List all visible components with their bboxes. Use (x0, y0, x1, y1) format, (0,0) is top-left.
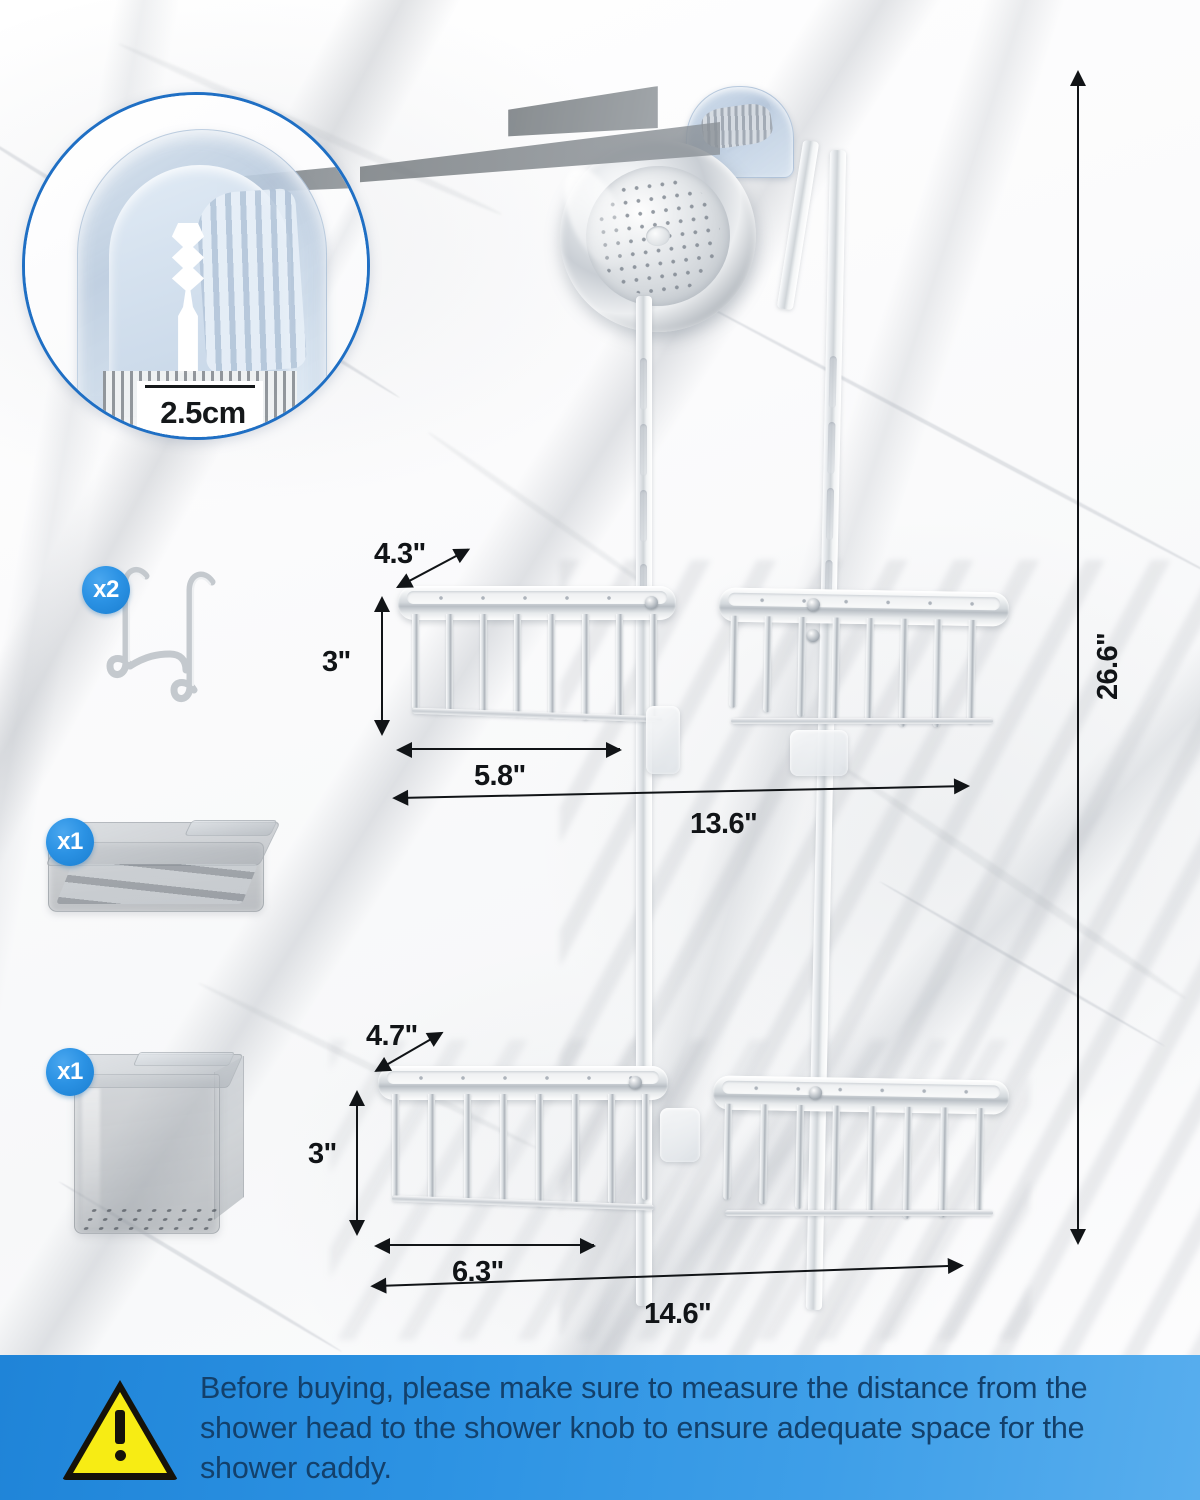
magnifier-callout: 2.5cm (22, 92, 370, 440)
dim-top-basket-width-label: 5.8" (474, 760, 526, 792)
warning-triangle-icon (62, 1380, 178, 1480)
dim-bottom-height-label: 3" (308, 1138, 337, 1170)
wall-pad-upper-right (790, 730, 848, 776)
accessory-drainage-cup (68, 1048, 250, 1244)
wall-pad-lower (660, 1108, 700, 1162)
dim-top-height-label: 3" (322, 646, 351, 678)
badge-cup-qty: x1 (46, 1048, 94, 1096)
warning-banner (0, 1355, 1200, 1500)
wall-pad-upper (646, 706, 680, 774)
basket-top-left (398, 586, 676, 736)
accessory-wire-hooks (100, 560, 260, 730)
basket-bottom-right (711, 1075, 1010, 1240)
magnifier-measurement-label: 2.5cm (160, 395, 246, 430)
basket-top-right (717, 587, 1010, 742)
dim-top-depth-label: 4.3" (374, 538, 426, 570)
badge-soap-dish-qty: x1 (46, 818, 94, 866)
badge-hooks-qty: x2 (82, 566, 130, 614)
measure-tick (145, 385, 255, 388)
dim-bottom-total-width-label: 14.6" (644, 1298, 712, 1330)
dim-top-total-width-label: 13.6" (690, 808, 758, 840)
warning-banner-text: Before buying, please make sure to measu… (200, 1371, 1088, 1485)
dim-bottom-depth-label: 4.7" (366, 1020, 418, 1052)
dim-overall-height-label: 26.6" (1092, 632, 1124, 700)
basket-bottom-left (378, 1066, 668, 1226)
